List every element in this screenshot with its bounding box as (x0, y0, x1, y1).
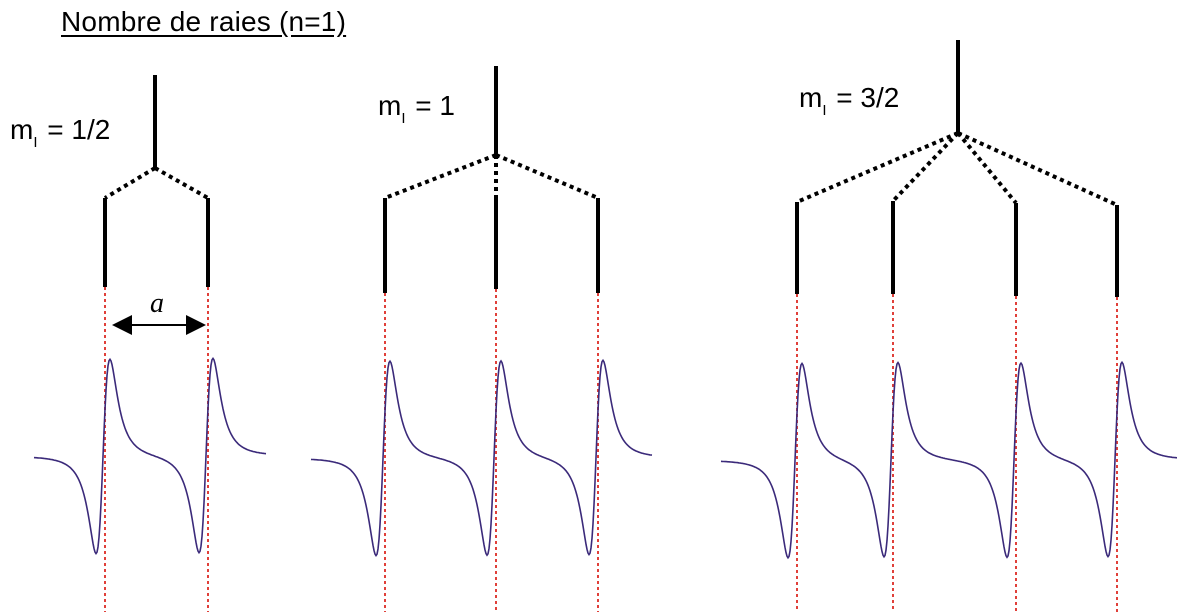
ml-label-panel-2: mI = 1 (378, 90, 455, 127)
connector-panel-3-2 (891, 131, 960, 203)
splitting-sticks (103, 40, 1119, 297)
connector-panel-3-3 (956, 131, 1018, 205)
spectrum-panel-2 (310, 358, 653, 558)
connector-panel-3-4 (957, 131, 1118, 207)
connector-panel-2-3 (495, 153, 599, 200)
connector-panel-1-2 (154, 166, 209, 200)
spectra (33, 356, 1177, 560)
guide-lines (104, 287, 1118, 612)
spectrum-panel-1 (33, 356, 267, 556)
ml-label-panel-1: mI = 1/2 (10, 114, 111, 151)
connector-panel-1-1 (103, 166, 157, 200)
spacing-label: a (150, 288, 164, 319)
diagram-title: Nombre de raies (n=1) (61, 6, 347, 37)
ml-label-panel-3: mI = 3/2 (799, 82, 900, 119)
connector-panel-2-1 (384, 153, 497, 200)
spectrum-panel-3 (720, 360, 1177, 560)
connector-panel-3-1 (796, 131, 959, 204)
